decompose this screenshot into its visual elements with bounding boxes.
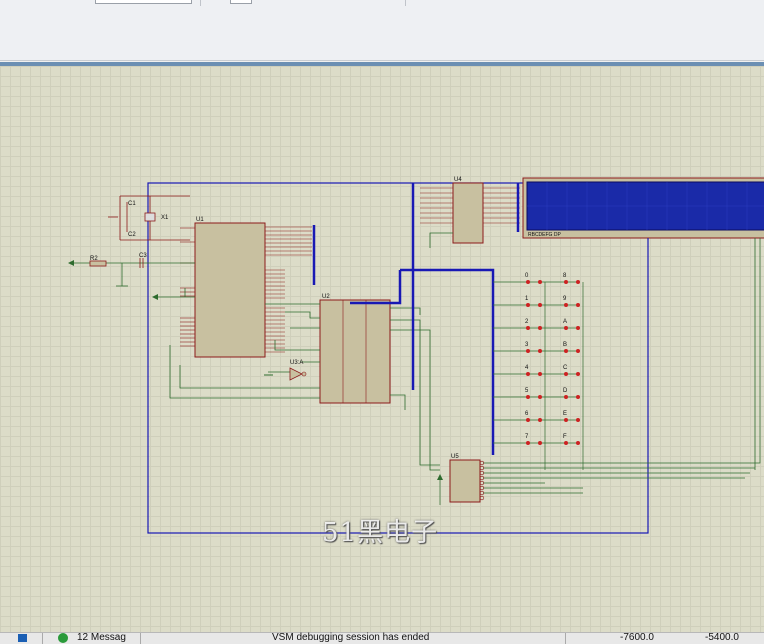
- key-label: B: [563, 342, 567, 348]
- key-label: 2: [525, 319, 529, 325]
- u4-display-driver[interactable]: U4: [452, 177, 484, 244]
- u4-label: U4: [454, 177, 462, 183]
- keypad-key-labels: 0 1 2 3 4 5 6 7 8 9 A B C D E F: [525, 273, 568, 440]
- key-label: 8: [563, 273, 567, 279]
- r2-label: R2: [90, 256, 98, 262]
- status-separator: [140, 633, 141, 644]
- toolbar-separator: [405, 0, 406, 6]
- status-bar: 12 Messag VSM debugging session has ende…: [0, 632, 764, 644]
- lcd-grid: [527, 182, 764, 230]
- status-message: VSM debugging session has ended: [272, 632, 430, 643]
- key-label: 9: [563, 296, 567, 302]
- watermark-text: 51黑电子: [322, 518, 439, 548]
- status-separator: [42, 633, 43, 644]
- c3-label: C3: [139, 253, 147, 259]
- u1-right-pins: [265, 226, 312, 353]
- u5-output-wires: [439, 238, 761, 505]
- power-terminal-icon: [68, 260, 74, 266]
- toolbar-dropdown[interactable]: [230, 0, 252, 4]
- key-label: 1: [525, 296, 529, 302]
- editor-frame-border: [0, 62, 764, 66]
- u3a-label: U3:A: [290, 360, 303, 366]
- key-label: C: [563, 365, 568, 371]
- keypad-matrix[interactable]: [493, 280, 584, 470]
- power-terminal-icon: [437, 474, 443, 480]
- key-label: A: [563, 319, 567, 325]
- toolbar-area: [0, 0, 764, 61]
- lcd-pin-labels: RBCDEFG DP: [528, 232, 561, 238]
- u4-pins: [420, 187, 520, 224]
- u5-pin-markers: [479, 460, 485, 501]
- u5-keypad-encoder[interactable]: U5: [449, 454, 481, 503]
- key-label: E: [563, 411, 567, 417]
- key-label: 4: [525, 365, 529, 371]
- key-label: 6: [525, 411, 529, 417]
- x1-label: X1: [161, 215, 169, 221]
- u1-label: U1: [196, 217, 204, 223]
- key-label: 5: [525, 388, 529, 394]
- toolbar-separator: [200, 0, 201, 6]
- key-label: D: [563, 388, 568, 394]
- u2-data-bus: [350, 183, 495, 455]
- key-label: 0: [525, 273, 529, 279]
- message-info-icon[interactable]: [58, 633, 68, 643]
- u2-interface-chip[interactable]: U2: [319, 294, 391, 404]
- u4-ground-wire: [429, 232, 453, 248]
- key-label: F: [563, 434, 567, 440]
- u5-label: U5: [451, 454, 459, 460]
- u3a-inverter[interactable]: U3:A: [289, 360, 307, 381]
- u2-wires: [169, 303, 440, 471]
- c1-label: C1: [128, 201, 136, 207]
- u1-left-pins: [180, 227, 195, 347]
- crystal-oscillator-circuit[interactable]: [108, 195, 190, 241]
- status-separator: [565, 633, 566, 644]
- schematic-drawing: U1: [68, 177, 764, 534]
- key-label: 7: [525, 434, 529, 440]
- coord-y: -5400.0: [705, 632, 739, 643]
- toolbar-dropdown[interactable]: [95, 0, 192, 4]
- coord-x: -7600.0: [620, 632, 654, 643]
- stop-icon[interactable]: [18, 634, 27, 642]
- lcd-display[interactable]: RBCDEFG DP: [522, 177, 764, 239]
- u1-microcontroller[interactable]: U1: [194, 217, 266, 358]
- reset-circuit[interactable]: [70, 258, 195, 298]
- messages-count[interactable]: 12 Messag: [77, 632, 126, 643]
- key-label: 3: [525, 342, 529, 348]
- u2-label: U2: [322, 294, 330, 300]
- c2-label: C2: [128, 232, 136, 238]
- power-terminal-icon: [152, 294, 158, 300]
- schematic-canvas[interactable]: U1: [0, 66, 764, 632]
